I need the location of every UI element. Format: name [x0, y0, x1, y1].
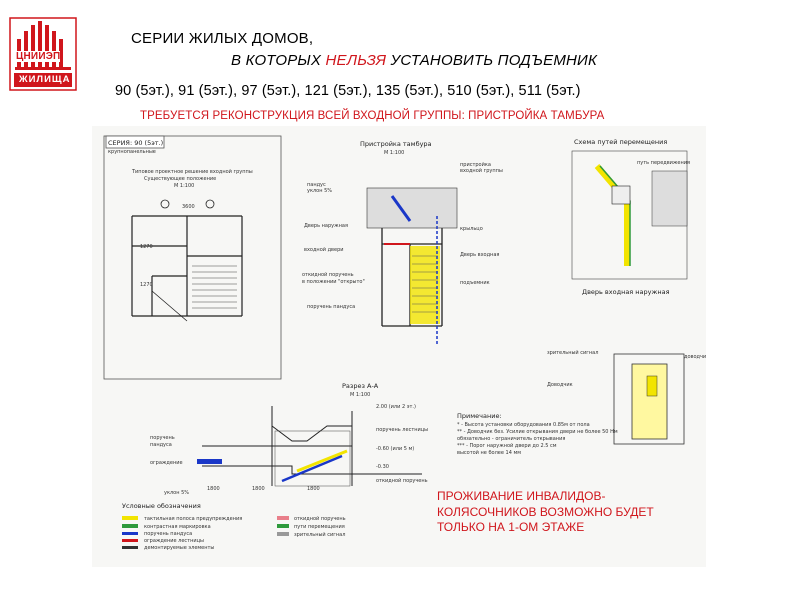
svg-text:поручень лестницы: поручень лестницы	[376, 427, 428, 433]
scheme-title: Схема путей перемещения	[574, 138, 667, 146]
svg-text:3600: 3600	[182, 204, 195, 210]
svg-text:-0.60 (или 5 м): -0.60 (или 5 м)	[376, 446, 414, 452]
svg-text:1800: 1800	[307, 486, 320, 492]
technical-drawing: СЕРИЯ: 90 (5эт.) крупнопанельные Типовое…	[92, 126, 727, 567]
svg-text:М 1:100: М 1:100	[384, 150, 404, 156]
svg-text:путь передвижения: путь передвижения	[637, 160, 690, 166]
svg-text:1800: 1800	[207, 486, 220, 492]
warning-note: ПРОЖИВАНИЕ ИНВАЛИДОВ- КОЛЯСОЧНИКОВ ВОЗМО…	[437, 489, 654, 534]
section-a-a: Разрез А-А М 1:100 поручень пандуса огра…	[150, 382, 428, 496]
svg-text:Доводчик: Доводчик	[547, 382, 573, 388]
svg-text:откидной поручень: откидной поручень	[302, 271, 354, 278]
svg-text:** - Доводчик без. Усилие откр: ** - Доводчик без. Усилие открывания две…	[457, 429, 618, 435]
svg-text:Дверь входная: Дверь входная	[460, 252, 499, 258]
series-list: 90 (5эт.), 91 (5эт.), 97 (5эт.), 121 (5э…	[115, 83, 581, 99]
svg-text:высотой не более 14 мм: высотой не более 14 мм	[457, 449, 521, 456]
logo-text-bottom: ЖИЛИЩА	[19, 74, 71, 85]
svg-text:входной группы: входной группы	[460, 167, 503, 174]
svg-text:откидной поручень: откидной поручень	[376, 477, 428, 484]
legend-title: Условные обозначения	[122, 502, 201, 510]
svg-text:поручень пандуса: поручень пандуса	[307, 304, 355, 310]
svg-text:пандус: пандус	[307, 182, 326, 188]
svg-text:поручень: поручень	[150, 435, 175, 441]
series-label: СЕРИЯ: 90 (5эт.)	[108, 139, 163, 147]
svg-text:входной двери: входной двери	[304, 246, 344, 253]
logo-text-top: ЦНИИЭП	[16, 51, 61, 62]
svg-text:ограждение лестницы: ограждение лестницы	[144, 538, 204, 544]
svg-text:поручень пандуса: поручень пандуса	[144, 531, 192, 537]
svg-text:зрительный сигнал: зрительный сигнал	[547, 349, 598, 356]
svg-text:в положении "открыто": в положении "открыто"	[302, 279, 365, 285]
notes-title: Примечание:	[457, 412, 502, 420]
svg-text:уклон 5%: уклон 5%	[164, 490, 189, 496]
svg-text:зрительный сигнал: зрительный сигнал	[294, 531, 345, 538]
svg-text:пандуса: пандуса	[150, 442, 172, 448]
svg-text:крупнопанельные: крупнопанельные	[108, 149, 156, 155]
title-prefix: В КОТОРЫХ	[231, 52, 326, 69]
notes-block: Примечание: * - Высота установки оборудо…	[457, 412, 618, 456]
subtitle: ТРЕБУЕТСЯ РЕКОНСТРУКЦИЯ ВСЕЙ ВХОДНОЙ ГРУ…	[140, 110, 605, 122]
svg-text:контрастная маркировка: контрастная маркировка	[144, 524, 211, 530]
svg-text:пристройка: пристройка	[460, 161, 491, 168]
svg-text:пути перемещения: пути перемещения	[294, 524, 345, 530]
page-title-line2: В КОТОРЫХ НЕЛЬЗЯ УСТАНОВИТЬ ПОДЪЕМНИК	[231, 52, 597, 69]
svg-text:Дверь наружная: Дверь наружная	[304, 223, 348, 229]
svg-text:доводчик двери: доводчик двери	[684, 354, 706, 360]
extension-plan: Пристройка тамбура М 1:100 пандус уклон …	[302, 140, 503, 346]
svg-text:Существующее положение: Существующее положение	[144, 176, 216, 182]
svg-text:1800: 1800	[252, 486, 265, 492]
plan-title: Пристройка тамбура	[360, 140, 432, 148]
svg-text:демонтируемые элементы: демонтируемые элементы	[144, 545, 214, 551]
svg-text:-0.30: -0.30	[376, 464, 389, 470]
page-title-line1: СЕРИИ ЖИЛЫХ ДОМОВ,	[131, 30, 314, 47]
floor-plan-panel: СЕРИЯ: 90 (5эт.) крупнопанельные Типовое…	[103, 135, 282, 380]
svg-text:2.00 (или 2 эт.): 2.00 (или 2 эт.)	[376, 404, 416, 410]
svg-text:1270: 1270	[140, 282, 153, 288]
title-emphasis: НЕЛЬЗЯ	[325, 52, 387, 69]
company-logo: ЦНИИЭП ЖИЛИЩА	[9, 17, 77, 91]
svg-text:ограждение: ограждение	[150, 460, 183, 466]
door-title: Дверь входная наружная	[582, 288, 670, 296]
title-suffix: УСТАНОВИТЬ ПОДЪЕМНИК	[386, 52, 598, 69]
svg-text:обязательно - ограничитель отк: обязательно - ограничитель открывания	[457, 436, 565, 442]
svg-text:1270: 1270	[140, 244, 153, 250]
svg-text:М 1:100: М 1:100	[174, 183, 194, 189]
legend-block: Условные обозначения тактильная полоса п…	[122, 502, 346, 551]
section-title: Разрез А-А	[342, 382, 379, 390]
movement-scheme: Схема путей перемещения путь передвижени…	[571, 138, 690, 296]
svg-text:крыльцо: крыльцо	[460, 226, 483, 232]
svg-text:*** - Порог наружной двери до: *** - Порог наружной двери до 2.5 см	[457, 442, 557, 449]
svg-text:подъемник: подъемник	[460, 280, 490, 286]
door-elevation: зрительный сигнал Доводчик доводчик двер…	[547, 349, 727, 445]
svg-text:откидной поручень: откидной поручень	[294, 515, 346, 522]
svg-text:тактильная полоса предупрежден: тактильная полоса предупреждения	[144, 516, 242, 522]
svg-text:* - Высота установки оборудова: * - Высота установки оборудования 0.85м …	[457, 422, 590, 428]
svg-text:М 1:100: М 1:100	[350, 392, 370, 398]
svg-text:уклон 5%: уклон 5%	[307, 188, 332, 194]
svg-text:Типовое проектное решение вход: Типовое проектное решение входной группы	[131, 168, 253, 175]
